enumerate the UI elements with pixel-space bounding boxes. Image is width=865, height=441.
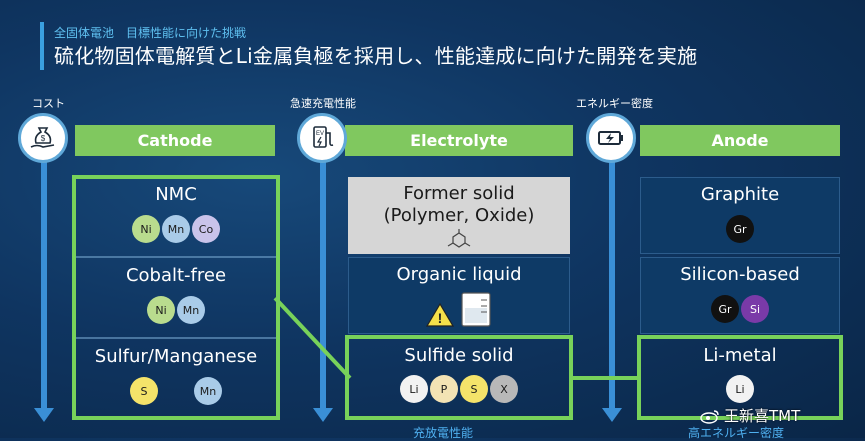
cathode-icon-wrap: $: [18, 113, 68, 163]
energy-density-label: エネルギー密度: [576, 97, 653, 110]
electrolyte-organic-liquid-title: Organic liquid: [396, 264, 522, 285]
electrolyte-former-solid-title: Former solid: [403, 183, 515, 204]
element-co: Co: [192, 215, 220, 243]
anode-arrow-head: [602, 408, 622, 422]
element-li: Li: [726, 375, 754, 403]
anode-graphite-row: Graphite Gr: [640, 177, 840, 254]
page-title: 硫化物固体電解質とLi金属負極を採用し、性能達成に向けた開発を実施: [54, 44, 698, 68]
element-gr: Gr: [711, 295, 739, 323]
high-energy-density-label: 高エネルギー密度: [688, 426, 785, 440]
beaker-icon: [461, 292, 491, 327]
cathode-nmc-title: NMC: [155, 184, 197, 205]
electrolyte-organic-liquid-row: Organic liquid !: [348, 257, 570, 334]
cost-label: コスト: [32, 97, 65, 110]
element-mn: Mn: [194, 377, 222, 405]
money-bag-hand-icon: $: [30, 127, 55, 148]
element-si: Si: [741, 295, 769, 323]
cathode-divider-2: [76, 337, 276, 339]
header-accent-bar: [40, 22, 44, 70]
page-subtitle: 全固体電池 目標性能に向けた挑戦: [54, 26, 247, 40]
electrolyte-arrow-head: [313, 408, 333, 422]
battery-charging-icon: [598, 131, 623, 145]
svg-text:$: $: [41, 134, 46, 143]
anode-li-metal-title: Li-metal: [703, 345, 777, 366]
svg-text:!: !: [438, 310, 443, 326]
tab-cathode: Cathode: [75, 125, 275, 156]
electrolyte-icon-wrap: EV: [297, 113, 347, 163]
element-mn: Mn: [177, 296, 205, 324]
tab-electrolyte: Electrolyte: [345, 125, 573, 156]
electrolyte-former-solid-subtitle: (Polymer, Oxide): [383, 205, 535, 226]
element-gr: Gr: [726, 215, 754, 243]
anode-icon-wrap: [586, 113, 636, 163]
watermark: 王新喜TMT: [700, 405, 800, 426]
anode-silicon-based-title: Silicon-based: [680, 264, 800, 285]
cathode-divider-1: [76, 256, 276, 258]
ev-charger-icon: EV: [313, 126, 334, 148]
cathode-to-sulfide-connector: [273, 296, 352, 380]
element-x: X: [490, 375, 518, 403]
electrolyte-sulfide-box: [345, 335, 573, 420]
anode-li-metal-box: [637, 335, 843, 420]
electrolyte-sulfide-solid-title: Sulfide solid: [404, 345, 514, 366]
cathode-arrow: [41, 160, 47, 410]
element-ni: Ni: [147, 296, 175, 324]
element-s: S: [130, 377, 158, 405]
fast-charge-label: 急速充電性能: [290, 97, 356, 110]
anode-li-metal-row: Li-metal Li: [641, 339, 839, 416]
svg-text:EV: EV: [316, 131, 324, 137]
cathode-cobalt-free-title: Cobalt-free: [125, 265, 227, 286]
cathode-nmc-row: NMC Ni Mn Co: [76, 178, 276, 256]
anode-graphite-title: Graphite: [700, 184, 780, 205]
cathode-sulfur-manganese-row: Sulfur/Manganese S Mn: [76, 340, 276, 418]
cathode-sulfur-manganese-title: Sulfur/Manganese: [94, 346, 258, 367]
charge-discharge-label: 充放電性能: [413, 426, 474, 440]
element-s: S: [460, 375, 488, 403]
element-mn: Mn: [162, 215, 190, 243]
cathode-arrow-head: [34, 408, 54, 422]
element-p: P: [430, 375, 458, 403]
element-ni: Ni: [132, 215, 160, 243]
weibo-logo-icon: [700, 409, 719, 424]
element-li: Li: [400, 375, 428, 403]
cathode-cobalt-free-row: Cobalt-free Ni Mn: [76, 259, 276, 337]
watermark-text: 王新喜TMT: [724, 407, 801, 425]
anode-arrow: [609, 160, 615, 410]
anode-silicon-based-row: Silicon-based Gr Si: [640, 257, 840, 334]
warning-icon: !: [425, 302, 455, 327]
molecule-icon: [447, 229, 471, 248]
tab-anode: Anode: [640, 125, 840, 156]
electrolyte-arrow: [320, 160, 326, 410]
cathode-column: [72, 175, 280, 420]
electrolyte-former-solid-row: Former solid (Polymer, Oxide): [348, 177, 570, 254]
electrolyte-sulfide-solid-row: Sulfide solid Li P S X: [349, 339, 569, 416]
